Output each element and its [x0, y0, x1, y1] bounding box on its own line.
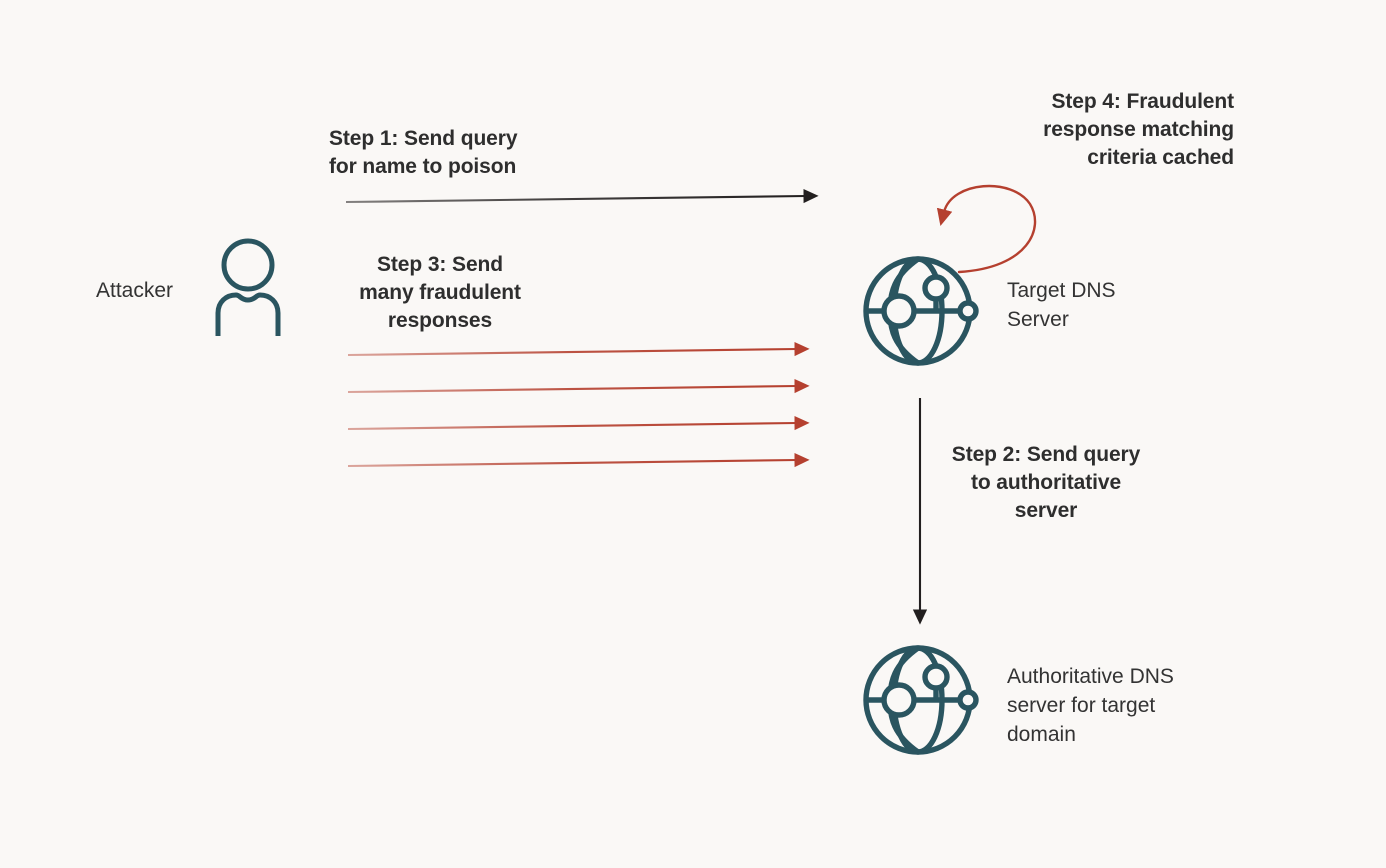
- target-dns-server-label: Target DNS Server: [1007, 279, 1116, 331]
- globe-network-icon: [863, 645, 979, 755]
- person-icon: [215, 238, 281, 336]
- step1-label: Step 1: Send query for name to poison: [329, 127, 518, 178]
- target-server-icon-wrapper: [860, 252, 982, 370]
- step3-arrow-2: [347, 378, 810, 394]
- step3-arrow-3: [347, 415, 810, 431]
- attacker-label: Attacker: [96, 279, 174, 302]
- step3-arrow-1: [347, 341, 810, 357]
- step3-label: Step 3: Send many fraudulent responses: [359, 253, 521, 332]
- step1-arrow: [345, 188, 819, 204]
- authoritative-server-icon-wrapper: [860, 641, 982, 759]
- globe-network-icon: [863, 256, 979, 366]
- step4-label: Step 4: Fraudulent response matching cri…: [1043, 90, 1234, 169]
- step3-arrow-4: [347, 452, 810, 468]
- authoritative-dns-server-label: Authoritative DNS server for target doma…: [1007, 665, 1174, 746]
- step4-loop-arrow: [936, 184, 1037, 274]
- attacker-icon-wrapper: [206, 236, 290, 336]
- step2-label: Step 2: Send query to authoritative serv…: [951, 443, 1141, 522]
